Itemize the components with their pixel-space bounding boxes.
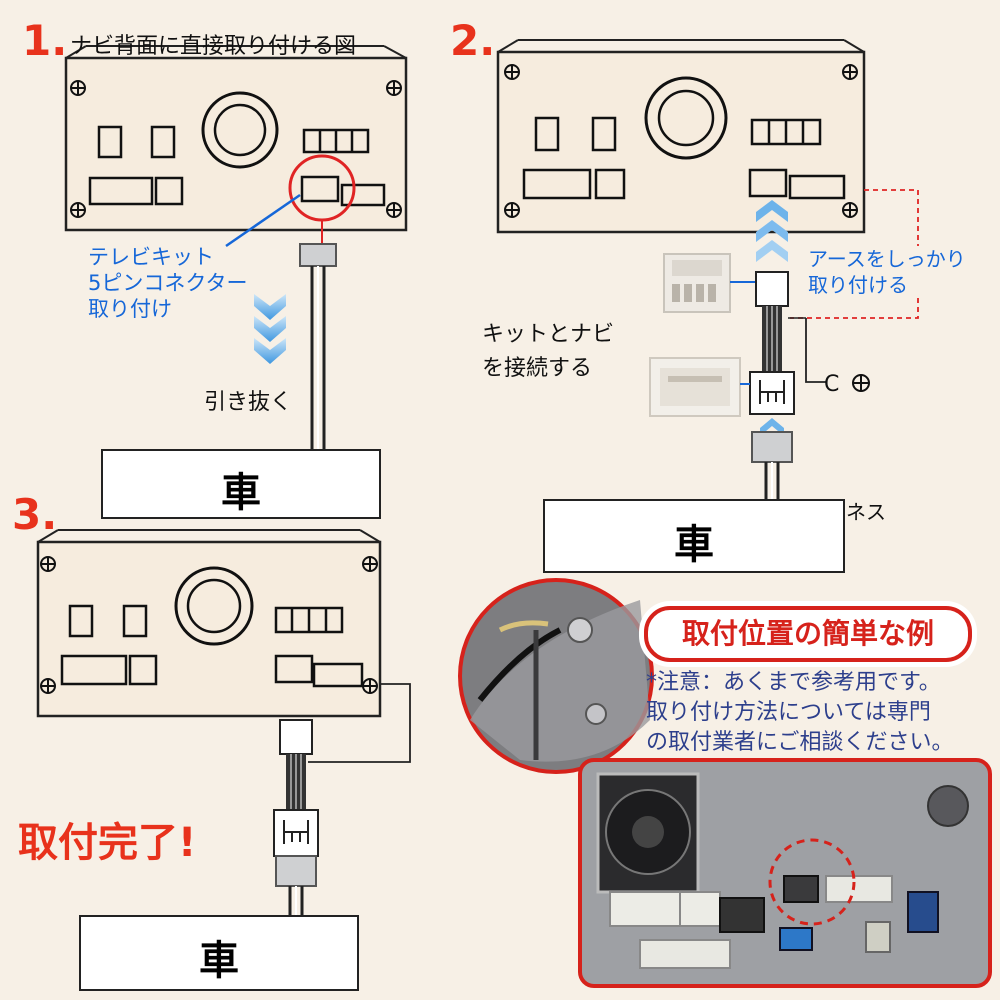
step-1-number: 1. — [22, 16, 68, 65]
connect-note-line-2: を接続する — [482, 356, 593, 381]
example-title-badge: 取付位置の簡単な例 — [644, 606, 972, 662]
white-connector-photo-2 — [649, 357, 750, 417]
connect-note: キットとナビ を接続する — [482, 318, 614, 386]
car-label-step1: 車 — [221, 470, 261, 516]
ground-note: アースをしっかり 取り付ける — [808, 246, 966, 298]
ground-screw-photo — [458, 578, 654, 774]
install-complete-label: 取付完了! — [18, 820, 197, 866]
white-connector-photo-1 — [663, 253, 756, 313]
car-box-step3 — [79, 915, 359, 991]
callout-line-2: 5ピンコネクター — [88, 271, 248, 295]
step-1-title: ナビ背面に直接取り付ける図 — [70, 34, 357, 59]
pull-out-arrow — [254, 294, 286, 364]
reference-note-line-3: の取付業者にご相談ください。 — [646, 730, 954, 755]
kit-harness-installed — [273, 719, 319, 918]
navi-unit-step1 — [64, 45, 408, 232]
navi-unit-step3 — [36, 529, 382, 718]
callout-line-1: テレビキット — [88, 245, 214, 269]
navi-back-photo — [578, 758, 992, 988]
connect-arrow-upper — [756, 200, 788, 262]
step-3-number: 3. — [12, 490, 58, 539]
callout-line — [225, 193, 301, 248]
kit-harness: C — [749, 271, 870, 415]
step-2-number: 2. — [450, 16, 496, 65]
ground-note-line-2: 取り付ける — [808, 273, 908, 297]
callout-line-3: 取り付け — [88, 297, 172, 321]
ground-note-line-1: アースをしっかり — [808, 247, 966, 271]
navi-unit-step2 — [496, 39, 866, 234]
reference-note: *注意：あくまで参考用です。 取り付け方法については専門 の取付業者にご相談くだ… — [646, 668, 954, 758]
tv-kit-callout: テレビキット 5ピンコネクター 取り付け — [88, 244, 248, 322]
pull-out-label: 引き抜く — [204, 390, 293, 415]
connect-note-line-1: キットとナビ — [482, 322, 615, 347]
car-label-step3: 車 — [199, 938, 239, 984]
car-box-step1 — [101, 449, 381, 519]
car-harness-step2 — [751, 431, 793, 502]
tv-kit-5pin-connector — [299, 243, 337, 450]
reference-note-line-1: *注意：あくまで参考用です。 — [646, 670, 941, 695]
harness-label-fragment: ネス — [846, 500, 886, 524]
reference-note-line-2: 取り付け方法については専門 — [646, 700, 931, 725]
car-label-step2: 車 — [674, 522, 714, 568]
car-box-step2 — [543, 499, 845, 573]
svg-text:C: C — [824, 372, 839, 397]
